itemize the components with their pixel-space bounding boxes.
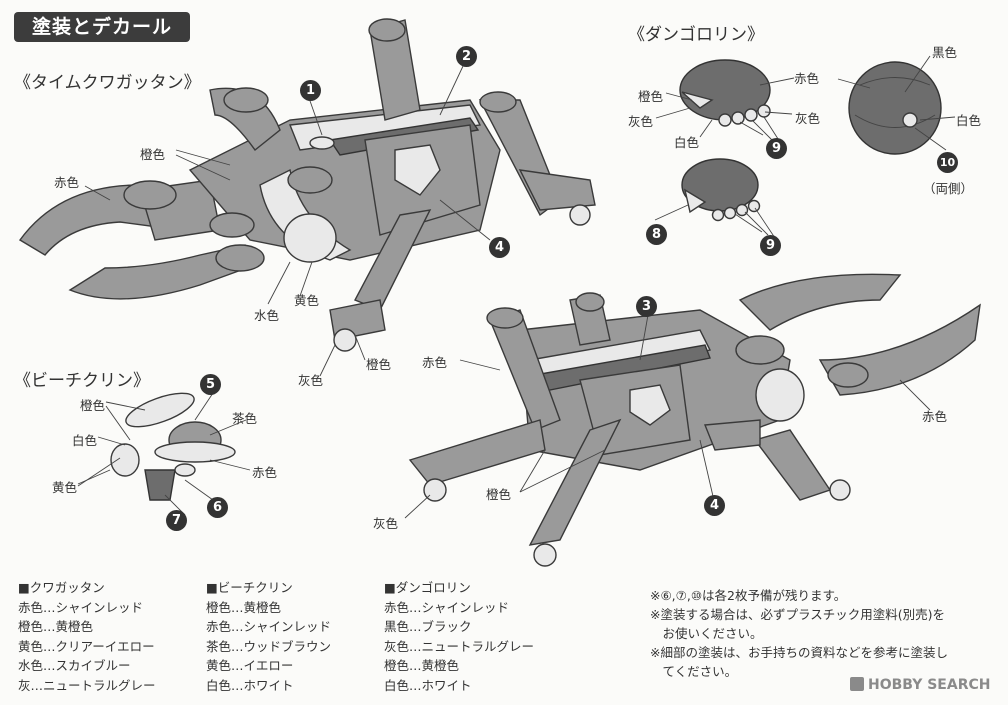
label-d-white2: 白色 [956, 113, 982, 128]
label-k-gray: 灰色 [298, 373, 324, 388]
note-line: ※⑥,⑦,⑩は各2枚予備が残ります。 [650, 588, 847, 603]
callout-4-lower: 4 [704, 495, 725, 516]
label-d-orange: 橙色 [638, 89, 664, 104]
beechkurin-illustration [110, 392, 236, 501]
callout-5: 5 [200, 374, 221, 395]
label-k-red: 赤色 [54, 175, 80, 190]
kuwagattan-lower-illustration [408, 273, 981, 567]
callout-7: 7 [166, 510, 187, 531]
callout-3: 3 [636, 296, 657, 317]
list-item: 黒色…ブラック [384, 619, 472, 634]
list-title: ■クワガッタン [18, 580, 105, 595]
callout-6: 6 [207, 497, 228, 518]
dangororin-illustration [679, 59, 942, 222]
label-d-black: 黒色 [932, 45, 958, 60]
section-title-beechkurin: 《ビーチクリン》 [14, 371, 150, 391]
list-item: 橙色…黄橙色 [384, 658, 460, 673]
list-item: 白色…ホワイト [384, 677, 472, 693]
callout-9-upper: 9 [766, 138, 787, 159]
label-b-orange: 橙色 [80, 398, 106, 413]
list-item: 赤色…シャインレッド [18, 599, 144, 615]
list-item: 水色…スカイブルー [18, 658, 131, 673]
list-title: ■ビーチクリン [206, 580, 293, 595]
label-k2-red2: 赤色 [922, 409, 948, 424]
label-b-yellow: 黄色 [52, 480, 78, 495]
list-item: 赤色…シャインレッド [206, 619, 332, 634]
label-d-gray2: 灰色 [795, 111, 821, 126]
label-b-white: 白色 [72, 433, 98, 448]
list-item: 灰色…ニュートラルグレー [384, 638, 535, 654]
label-b-red: 赤色 [252, 465, 278, 480]
label-d-white: 白色 [674, 135, 700, 150]
list-item: 灰…ニュートラルグレー [18, 677, 156, 693]
label-k-orange: 橙色 [140, 147, 166, 162]
list-item: 橙色…黄橙色 [18, 619, 94, 634]
note-line: ※塗装する場合は、必ずプラスチック用塗料(別売)を [650, 607, 945, 622]
list-item: 赤色…シャインレッド [384, 599, 510, 615]
note-line: ※細部の塗装は、お手持ちの資料などを参考に塗装し [650, 645, 948, 660]
list-title: ■ダンゴロリン [384, 580, 471, 595]
label-k2-gray: 灰色 [373, 516, 399, 531]
watermark-logo: HOBBY SEARCH [850, 677, 990, 693]
color-list-kuwagattan: ■クワガッタン 赤色…シャインレッド 橙色…黄橙色 黄色…クリアーイエロー 水色… [18, 578, 156, 695]
list-item: 黄色…クリアーイエロー [18, 638, 155, 654]
callout-10: 10 [937, 152, 958, 173]
callout-8: 8 [646, 224, 667, 245]
hobby-search-logo-icon [850, 677, 864, 691]
label-k2-orange: 橙色 [486, 487, 512, 502]
label-b-brown: 茶色 [232, 411, 258, 426]
label-k-yellow: 黄色 [294, 293, 320, 308]
label-d-red: 赤色 [794, 71, 820, 86]
kuwagattan-illustration [18, 18, 596, 352]
callout-9-lower: 9 [760, 235, 781, 256]
note-line: お使いください。 [650, 626, 763, 641]
list-item: 茶色…ウッドブラウン [206, 638, 332, 654]
list-item: 黄色…イエロー [206, 658, 294, 673]
color-list-beechkurin: ■ビーチクリン 橙色…黄橙色 赤色…シャインレッド 茶色…ウッドブラウン 黄色…… [206, 578, 331, 695]
list-item: 橙色…黄橙色 [206, 599, 282, 615]
leader-lines [77, 55, 956, 519]
section-title-kuwagattan: 《タイムクワガッタン》 [14, 73, 201, 93]
note-line: てください。 [650, 664, 738, 679]
notes: ※⑥,⑦,⑩は各2枚予備が残ります。 ※塗装する場合は、必ずプラスチック用塗料(… [650, 586, 948, 681]
label-d-gray: 灰色 [628, 114, 654, 129]
label-k-orange2: 橙色 [366, 357, 392, 372]
callout-2: 2 [456, 46, 477, 67]
list-item: 白色…ホワイト [206, 677, 294, 693]
section-title-dangororin: 《ダンゴロリン》 [628, 25, 764, 45]
callout-4-upper: 4 [489, 237, 510, 258]
label-k-water: 水色 [254, 308, 280, 323]
page-title: 塗装とデカール [14, 12, 190, 42]
label-k2-red: 赤色 [422, 355, 448, 370]
label-d-both: （両側） [923, 181, 974, 196]
color-list-dangororin: ■ダンゴロリン 赤色…シャインレッド 黒色…ブラック 灰色…ニュートラルグレー … [384, 578, 534, 695]
callout-1: 1 [300, 80, 321, 101]
